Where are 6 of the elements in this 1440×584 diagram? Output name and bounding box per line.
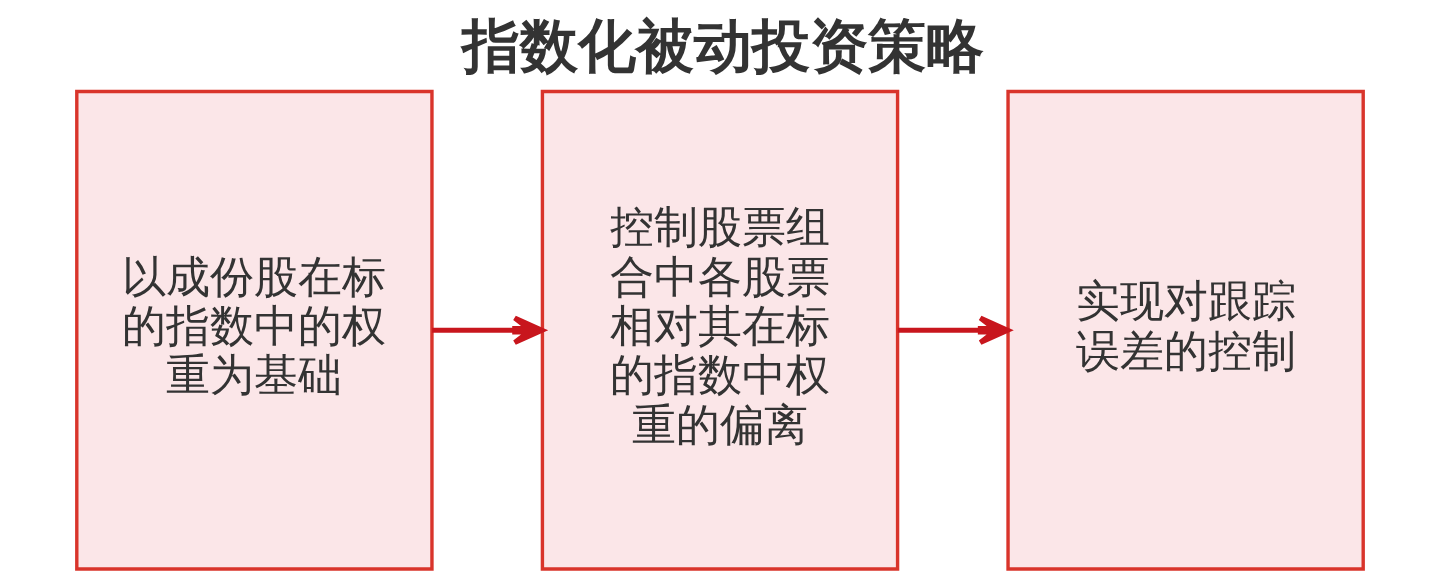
arrow (897, 315, 1011, 346)
node-box: 控制股票组合中各股票相对其在标的指数中权重的偏离 (540, 89, 900, 571)
node-box: 实现对跟踪误差的控制 (1006, 89, 1365, 571)
diagram-title: 指数化被动投资策略 (461, 12, 984, 81)
arrow (432, 315, 545, 346)
node-box: 以成份股在标的指数中的权重为基础 (75, 89, 434, 571)
